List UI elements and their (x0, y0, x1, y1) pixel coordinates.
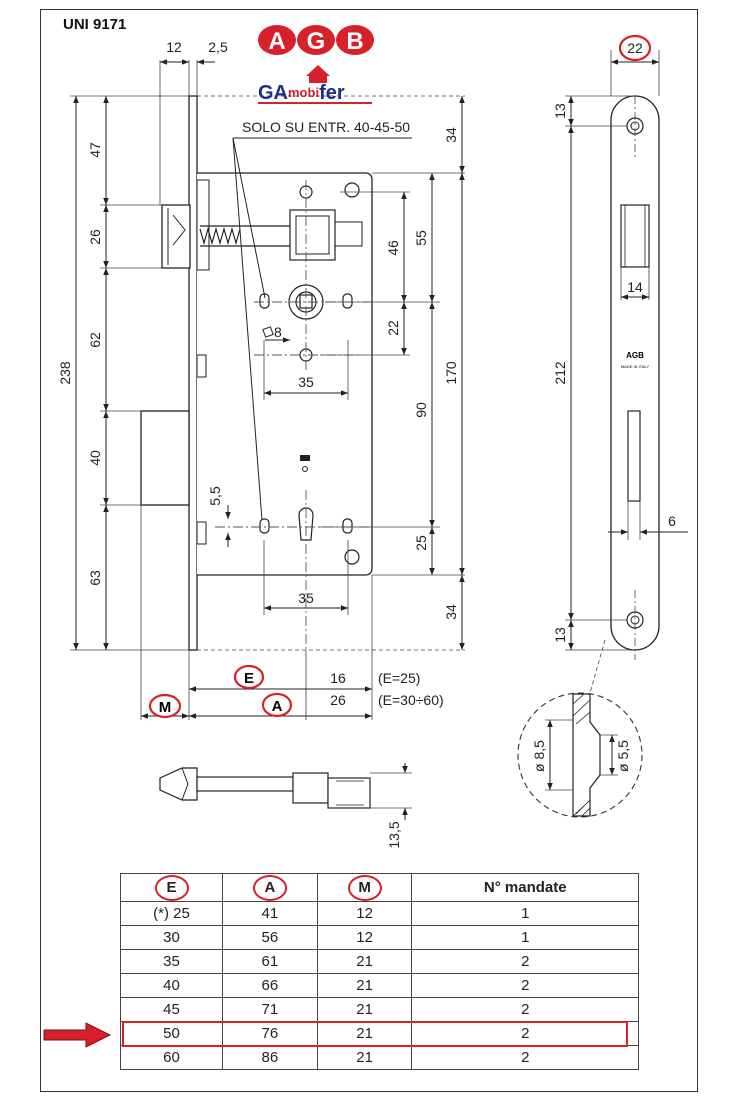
dim-90: 90 (413, 402, 429, 418)
dim-34-bottom: 34 (443, 604, 459, 620)
dim-212: 212 (552, 361, 568, 385)
lock-case (196, 172, 373, 576)
dim-13-bottom-plate: 13 (552, 627, 568, 643)
agb-letter-a: A (268, 28, 285, 55)
header-m: M (316, 873, 413, 902)
logo-fer: fer (319, 82, 345, 104)
dim-13-5: 13,5 (386, 821, 402, 848)
extension-lines (70, 60, 465, 720)
square-8-callout: 8 (262, 324, 282, 340)
house-icon (306, 65, 330, 76)
plate-made-in-italy: MADE IN ITALY (621, 364, 650, 369)
keyhole (298, 507, 314, 541)
label-22-circle: 22 (618, 34, 652, 62)
dim-22: 22 (385, 320, 401, 336)
logo-ga: GA (258, 82, 288, 104)
svg-text:GAmobifer: GAmobifer (258, 82, 345, 104)
countersink-detail (517, 639, 643, 818)
solo-note: SOLO SU ENTR. 40-45-50 (242, 119, 410, 135)
deadbolt (140, 410, 190, 506)
header-a: A (222, 873, 318, 902)
latch-bolt (161, 204, 191, 269)
dim-46: 46 (385, 240, 401, 256)
header-mandate: N° mandate (411, 873, 639, 902)
dim-47: 47 (87, 142, 103, 158)
dim-40: 40 (87, 450, 103, 466)
agb-letter-b: B (346, 28, 363, 55)
label-e-circle: E (233, 664, 265, 690)
dim-13-top-plate: 13 (552, 103, 568, 119)
standard-label: UNI 9171 (63, 16, 126, 33)
dimension-lines (73, 59, 465, 719)
dim-16: 16 (330, 670, 346, 686)
dim-dia-8-5: ø 8,5 (531, 740, 547, 772)
dim-35-top: 35 (298, 374, 314, 390)
dim-26: 26 (87, 229, 103, 245)
dim-5-5: 5,5 (207, 486, 223, 506)
highlight-arrow-icon (43, 1022, 112, 1048)
lock-front-plate (188, 95, 198, 651)
note-e25: (E=25) (378, 670, 420, 686)
gamobifer-logo: GAmobifer (258, 65, 372, 104)
agb-letter-g: G (307, 28, 326, 55)
plate-dimension-lines (568, 59, 688, 650)
dim-top-12: 12 (166, 39, 182, 55)
agb-logo: A G B (258, 25, 374, 55)
dim-26-bottom: 26 (330, 692, 346, 708)
dim-square-8: 8 (274, 324, 282, 340)
dim-34-top: 34 (443, 127, 459, 143)
strike-plate: AGB MADE IN ITALY (610, 95, 660, 651)
dim-62: 62 (87, 332, 103, 348)
dim-63: 63 (87, 570, 103, 586)
latch-side-view (159, 763, 412, 820)
dim-170: 170 (443, 361, 459, 385)
label-e: E (244, 670, 254, 687)
table-header-row: E A M N° mandate (120, 873, 639, 902)
dim-238: 238 (57, 361, 73, 385)
label-m-circle: M (148, 693, 182, 719)
label-a-circle: A (261, 692, 293, 718)
plate-brand-mark: AGB (626, 351, 644, 360)
dim-22-plate: 22 (627, 40, 643, 56)
label-m: M (159, 699, 172, 716)
header-e: E (120, 873, 223, 902)
drawing-frame (40, 9, 698, 1092)
label-a: A (272, 698, 283, 715)
dim-35-bottom: 35 (298, 590, 314, 606)
dim-6: 6 (668, 513, 676, 529)
plate-extension-lines (565, 50, 660, 660)
dim-top-2-5: 2,5 (208, 39, 228, 55)
dim-25: 25 (413, 535, 429, 551)
logo-mobi: mobi (288, 85, 319, 100)
dim-dia-5-5: ø 5,5 (615, 740, 631, 772)
note-e30-60: (E=30÷60) (378, 692, 444, 708)
dim-14: 14 (627, 279, 643, 295)
dim-55: 55 (413, 230, 429, 246)
